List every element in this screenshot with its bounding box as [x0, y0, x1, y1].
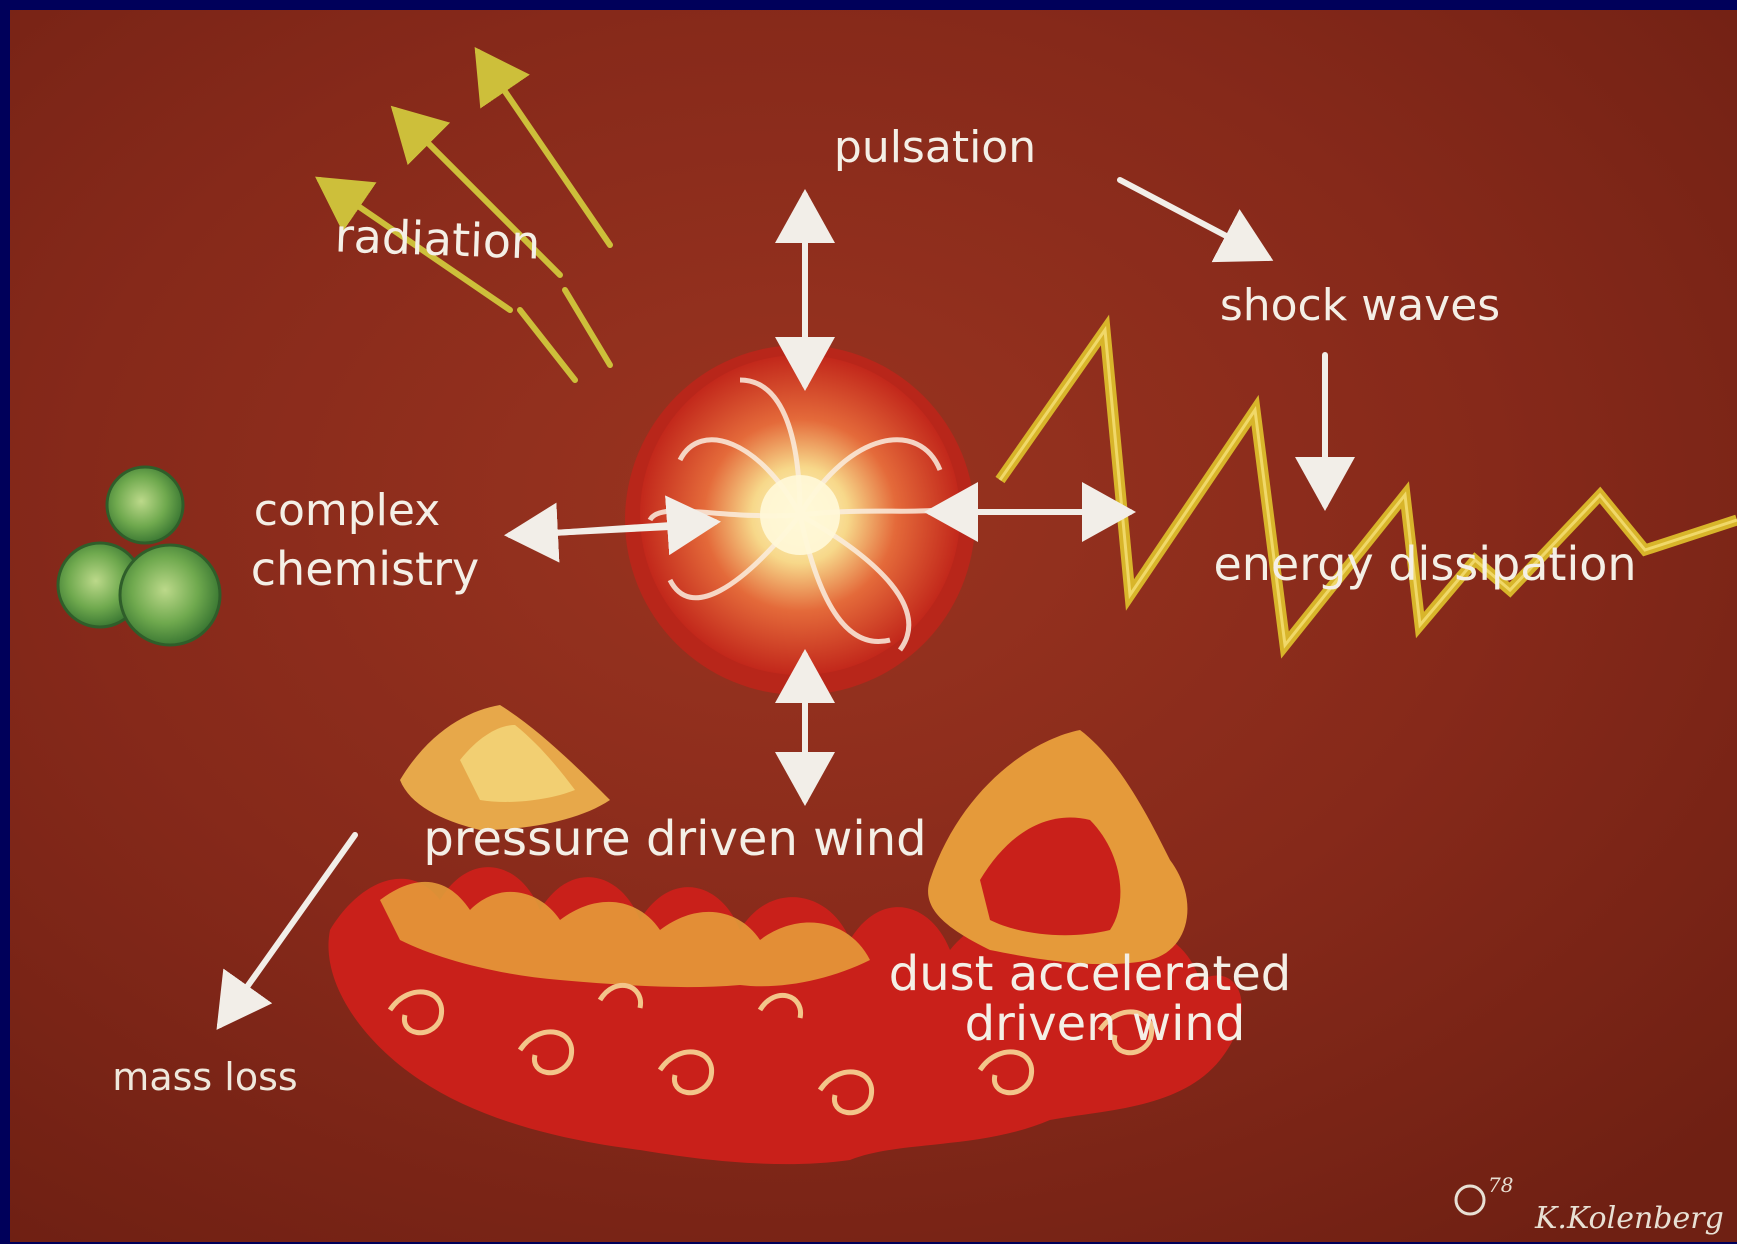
- signature-year: 78: [1488, 1173, 1513, 1197]
- label-pulsation: pulsation: [834, 122, 1036, 173]
- label-shock-waves: shock waves: [1220, 280, 1500, 331]
- label-complex: complex: [254, 485, 440, 536]
- label-chemistry: chemistry: [251, 542, 479, 596]
- central-star: [625, 345, 975, 695]
- label-radiation: radiation: [334, 208, 541, 269]
- label-pressure-driven-wind: pressure driven wind: [423, 811, 926, 867]
- label-energy-dissipation: energy dissipation: [1213, 537, 1636, 591]
- label-driven-wind: driven wind: [965, 996, 1246, 1052]
- signature-name: K.Kolenberg: [1534, 1201, 1724, 1236]
- label-dust-accelerated: dust accelerated: [889, 946, 1292, 1002]
- label-mass-loss: mass loss: [112, 1055, 297, 1099]
